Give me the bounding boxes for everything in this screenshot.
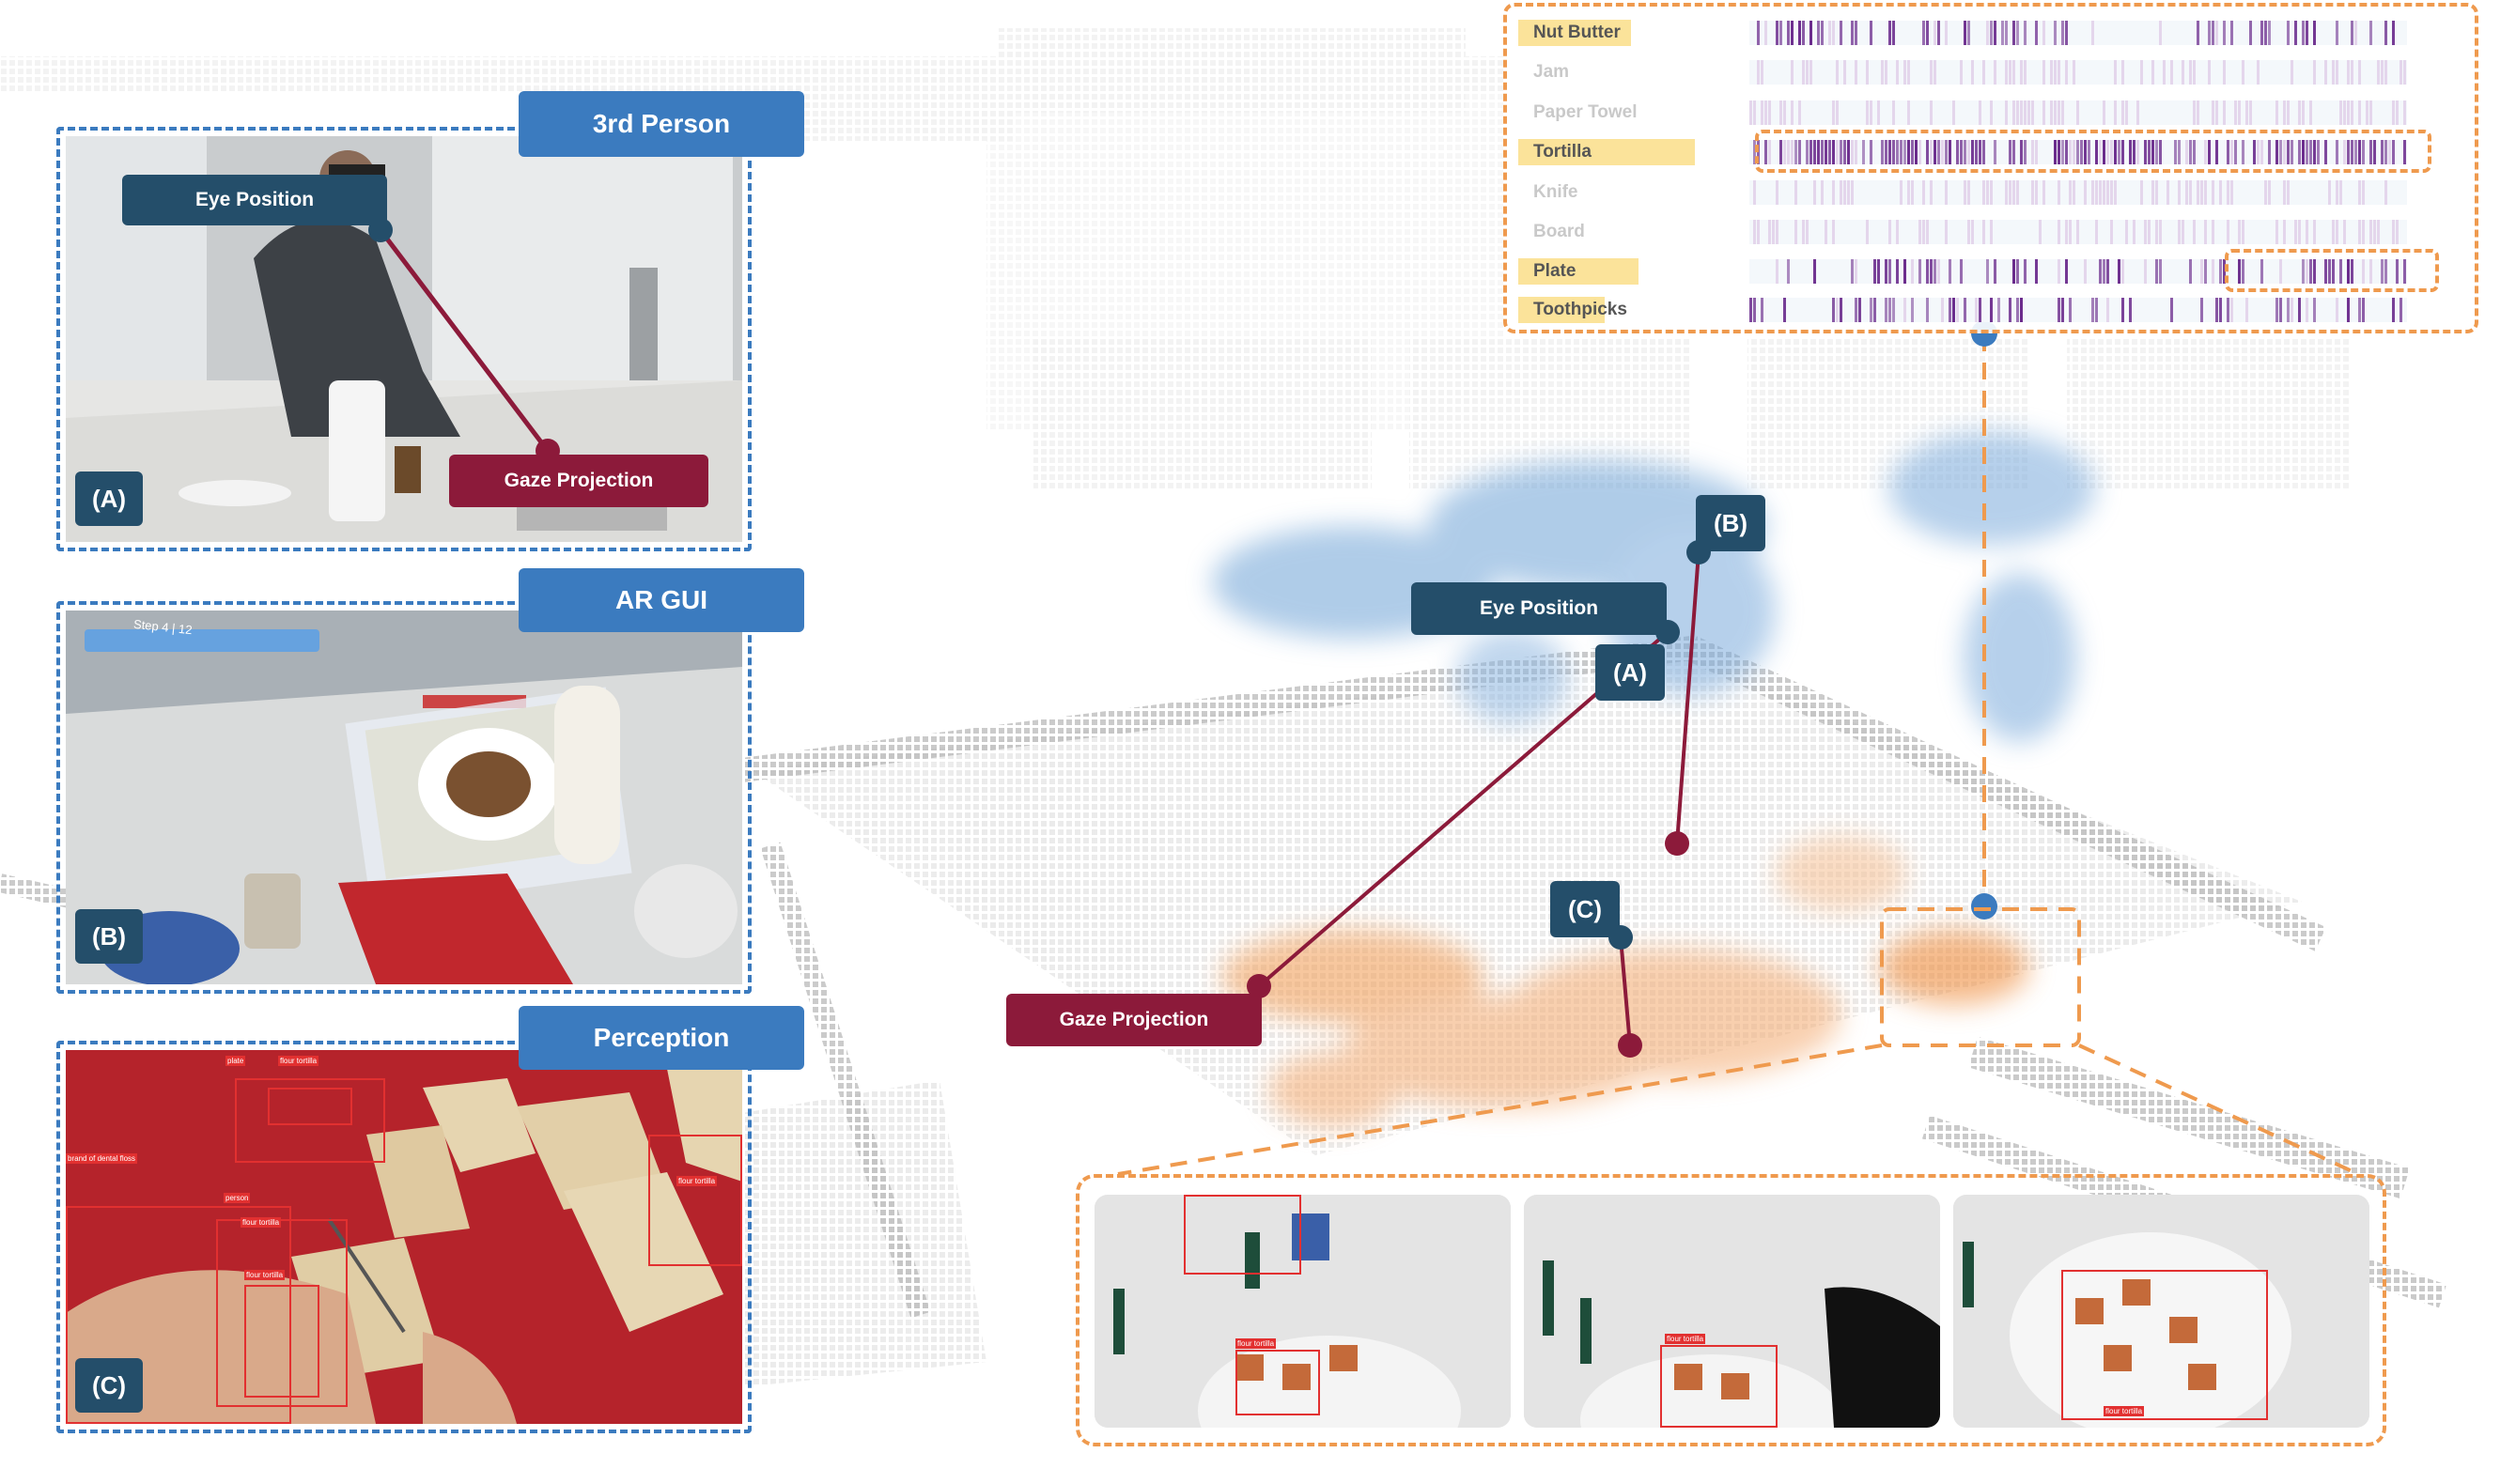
detection-label: flour tortilla (244, 1270, 286, 1280)
thumbnail-3: flour tortilla (1953, 1195, 2369, 1428)
timeline-row-bars (1749, 180, 2407, 205)
timeline-row-label: Nut Butter (1533, 23, 1621, 42)
timeline-label-highlight (1518, 139, 1695, 165)
timeline-row-label: Toothpicks (1533, 300, 1627, 319)
detection-label: flour tortilla (278, 1056, 319, 1066)
panel-a-tag: (A) (75, 471, 143, 526)
timeline-row-label: Board (1533, 222, 1585, 241)
timeline-row-label: Jam (1533, 62, 1570, 82)
thumbnail-strip (1076, 1174, 2386, 1446)
timeline-row-bars (1749, 140, 2407, 164)
third-person-title: 3rd Person (519, 91, 804, 157)
detection-label: flour tortilla (241, 1217, 282, 1228)
plate-focus-frame (2225, 249, 2439, 292)
detection-label: flour tortilla (676, 1176, 718, 1186)
detection-label: flour tortilla (1665, 1334, 1706, 1344)
timeline-row-bars (1749, 60, 2407, 85)
timeline-row-label: Tortilla (1533, 142, 1592, 162)
timeline-row-bars (1749, 298, 2407, 322)
timeline-label-highlight (1518, 297, 1605, 323)
detection-box (2061, 1270, 2268, 1420)
detection-box (268, 1088, 352, 1125)
thumbnail-1: flour tortilla (1095, 1195, 1511, 1428)
detection-label: flour tortilla (2104, 1406, 2145, 1416)
detection-box (1235, 1350, 1320, 1415)
perception-title: Perception (519, 1006, 804, 1070)
ar-gui-title: AR GUI (519, 568, 804, 632)
timeline-label-highlight (1518, 258, 1639, 285)
detection-box (216, 1219, 348, 1407)
timeline-label-highlight (1518, 20, 1631, 46)
tortilla-focus-frame (1755, 130, 2431, 173)
scene-tag-c: (C) (1550, 881, 1620, 937)
detection-box (235, 1078, 385, 1163)
detection-box (244, 1285, 319, 1398)
panel-c-tag: (C) (75, 1358, 143, 1413)
scene-tag-a: (A) (1595, 644, 1665, 701)
panel-a-gaze-projection-label: Gaze Projection (449, 455, 708, 507)
thumbnail-2: flour tortilla (1524, 1195, 1940, 1428)
detection-box (1660, 1345, 1778, 1428)
timeline-row-bars (1749, 21, 2407, 45)
detection-box (1184, 1195, 1301, 1275)
detection-label: person (224, 1193, 251, 1203)
ar-gui-photo (66, 611, 742, 984)
perception-photo: plate flour tortilla brand of dental flo… (66, 1050, 742, 1424)
timeline-row-bars (1749, 259, 2407, 284)
panel-b-tag: (B) (75, 909, 143, 964)
timeline-row-bars (1749, 100, 2407, 125)
timeline-row-label: Paper Towel (1533, 102, 1638, 122)
scene-eye-position-label: Eye Position (1411, 582, 1667, 635)
timeline-row-label: Knife (1533, 182, 1578, 202)
detection-label: flour tortilla (1235, 1338, 1277, 1349)
timeline-row-label: Plate (1533, 261, 1576, 281)
detection-box (648, 1135, 742, 1266)
scene-tag-b: (B) (1696, 495, 1765, 551)
detection-box (66, 1206, 291, 1424)
panel-a-eye-position-label: Eye Position (122, 175, 387, 225)
scene-gaze-projection-label: Gaze Projection (1006, 994, 1262, 1046)
detection-label: brand of dental floss (66, 1153, 138, 1164)
detection-label: plate (225, 1056, 246, 1066)
third-person-panel (56, 127, 752, 551)
perception-panel (56, 1041, 752, 1433)
ar-gui-panel (56, 601, 752, 994)
third-person-photo (66, 136, 742, 542)
timeline-row-bars (1749, 220, 2407, 244)
